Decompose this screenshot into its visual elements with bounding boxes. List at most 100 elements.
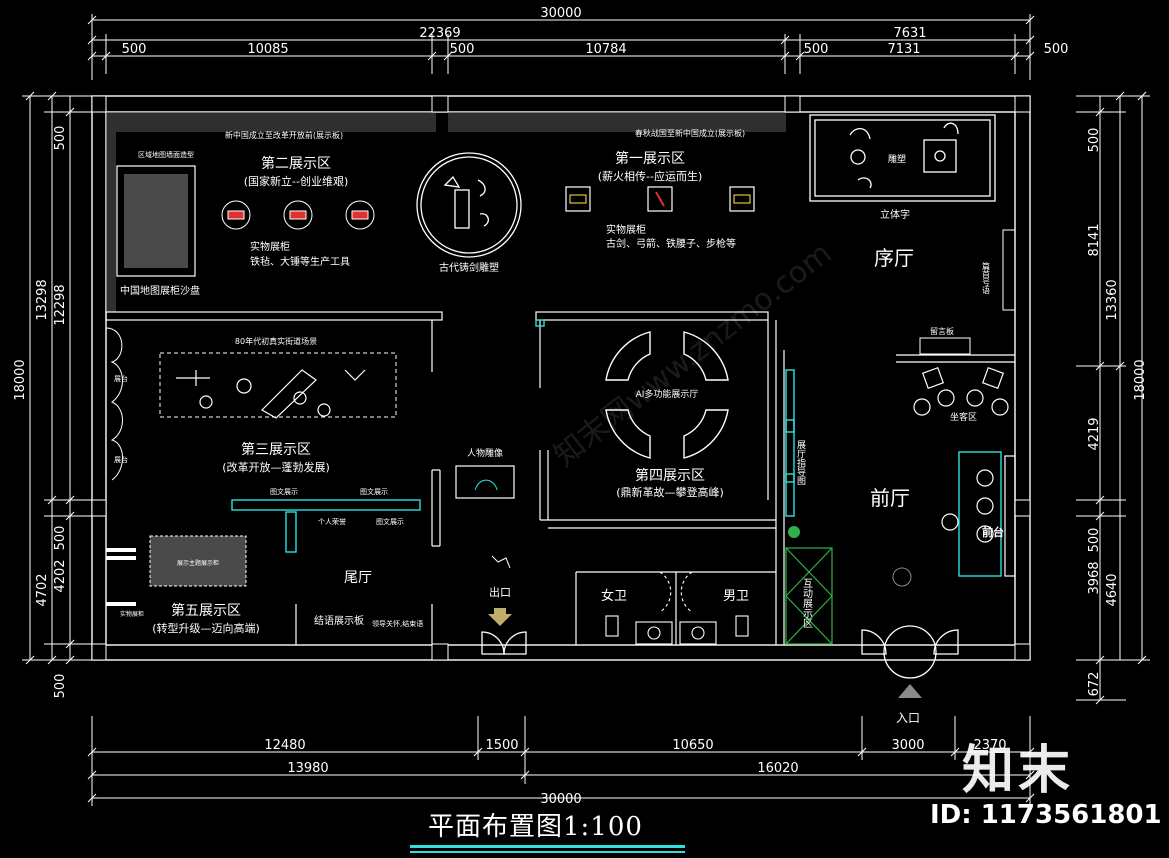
dim-left-upper: 13298 (35, 279, 50, 320)
waiting-area-label: 坐客区 (950, 411, 977, 423)
foyer-sculpture-platform (809, 114, 996, 202)
zone1-board-label: 春秋战国至新中国成立(展示板) (635, 128, 745, 138)
exit-figure (491, 555, 511, 569)
entrance-arrow (898, 684, 922, 698)
zone5-subtitle: (转型升级—迈向高端) (152, 621, 260, 635)
zone5-display (149, 535, 247, 587)
dim-left-top-500: 500 (53, 126, 68, 151)
zone3-board-b: 图文展示 (360, 487, 388, 496)
zone5-title: 第五展示区 (171, 602, 241, 619)
reception-label: 前台 (982, 525, 1004, 539)
foyer-slogan-label: 篇首号语 (982, 261, 991, 295)
dim-right-13360: 13360 (1105, 279, 1120, 320)
wc-male-label: 男卫 (723, 589, 749, 604)
exit-arrow (488, 608, 512, 626)
stage-label-a: 展台 (114, 374, 128, 383)
zone3-street-scene (159, 352, 397, 418)
zone5-bars (106, 548, 136, 606)
message-board-label: 留言板 (930, 326, 954, 336)
exit-door (481, 631, 527, 655)
restroom-fixtures (605, 571, 749, 645)
ancient-sculpture-label: 古代铸剑雕塑 (439, 261, 499, 274)
zone2-cabinets (221, 200, 375, 230)
dim-bottom-3000: 3000 (891, 738, 924, 753)
columns (91, 95, 1031, 661)
wall-texture (106, 112, 786, 312)
dim-right-8141: 8141 (1087, 223, 1102, 256)
zone2-map-label: 中国地图展柜沙盘 (120, 284, 200, 297)
zone1-cabinet-items: 古剑、弓箭、铁腰子、步枪等 (606, 237, 736, 250)
foyer-slogan-wall (1002, 229, 1016, 311)
zone3-scene-label: 80年代初真实街道场景 (235, 336, 317, 346)
zone4-title: 第四展示区 (635, 467, 705, 484)
dim-top-right-span: 7631 (893, 26, 926, 41)
zone5-item-label: 实物展柜 (120, 610, 144, 618)
dimension-right (1076, 91, 1150, 705)
dim-left-bottom-500: 500 (53, 674, 68, 699)
map-sandtable-fill (124, 174, 188, 268)
zone1-subtitle: (薪火相传--应运而生) (598, 169, 703, 183)
waiting-seats (913, 366, 1009, 416)
zone3-scene-items (176, 369, 366, 419)
dim-right-4219: 4219 (1087, 417, 1102, 450)
display-boards (231, 319, 1002, 577)
interactive-zone (785, 547, 833, 645)
dim-right-672: 672 (1087, 672, 1102, 697)
entrance-door (861, 625, 959, 679)
title-underline-thin (410, 851, 685, 853)
dim-bottom-12480: 12480 (264, 738, 305, 753)
zone1-cabinets (565, 186, 755, 212)
interactive-zone-label: 互动展示区 (801, 578, 813, 628)
dimension-top (87, 14, 1035, 80)
title-underline (410, 845, 685, 848)
stage-label-b: 展台 (114, 455, 128, 464)
zone3-board-c: 图文展示 (376, 517, 404, 526)
drawing-title: 平面布置图1:100 (428, 812, 643, 842)
dimension-bottom (87, 716, 1035, 806)
zone3-title: 第三展示区 (241, 441, 311, 458)
reception-desk (941, 455, 1016, 577)
dim-bottom-16020: 16020 (757, 761, 798, 776)
figure-statue-shape (474, 479, 498, 491)
dim-bottom-1500: 1500 (485, 738, 518, 753)
zone3-person-label: 个人荣誉 (318, 517, 346, 526)
dim-left-upper-inner: 12298 (53, 284, 68, 325)
dim-top-7131: 7131 (887, 42, 920, 57)
dim-left-overall: 18000 (13, 359, 28, 400)
dim-left-lower-500: 500 (53, 526, 68, 551)
foyer-title: 序厅 (874, 246, 914, 270)
dim-top-500a: 500 (122, 42, 147, 57)
dim-right-4640: 4640 (1105, 573, 1120, 606)
exit-label: 出口 (489, 585, 511, 599)
tail-hall-title: 尾厅 (344, 570, 372, 586)
front-hall-title: 前厅 (870, 486, 910, 510)
dim-top-10085: 10085 (247, 42, 288, 57)
dim-right-top-500: 500 (1087, 128, 1102, 153)
message-board (919, 337, 971, 355)
map-sandtable (116, 165, 196, 277)
dim-bottom-2370: 2370 (973, 738, 1006, 753)
zone3-subtitle: (改革开放—蓬勃发展) (222, 460, 330, 474)
dim-right-overall: 18000 (1133, 359, 1148, 400)
dim-bottom-10650: 10650 (672, 738, 713, 753)
dim-top-overall: 30000 (540, 6, 581, 21)
dim-top-10784: 10784 (585, 42, 626, 57)
entrance-label: 入口 (896, 711, 920, 725)
zone1-title: 第一展示区 (615, 150, 685, 167)
dim-top-500b: 500 (450, 42, 475, 57)
zone5-board-label: 展示主题展示柜 (177, 559, 219, 567)
plant-front (892, 567, 912, 587)
closing-board-label: 结语展示板 (314, 614, 364, 627)
zone2-board-label: 新中国成立至改革开放前(展示板) (225, 130, 343, 140)
dimension-left (22, 91, 96, 665)
plant-green (788, 526, 800, 538)
foyer-sculpture-label: 雕塑 (888, 153, 906, 165)
dim-right-500: 500 (1087, 528, 1102, 553)
partitions (105, 311, 1015, 645)
foyer-letters-label: 立体字 (880, 208, 910, 221)
dim-bottom-overall: 30000 (540, 792, 581, 807)
zone3-board-a: 图文展示 (270, 487, 298, 496)
ancient-sculpture (416, 152, 522, 258)
closing-note: 领导关怀,结束语 (372, 619, 423, 628)
